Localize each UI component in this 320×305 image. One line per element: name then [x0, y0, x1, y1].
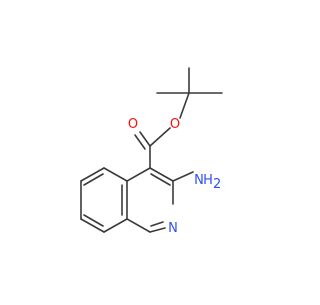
atom-amino-nitrogen: N: [194, 173, 204, 188]
bond-carbonyl-double-a: [139, 131, 151, 147]
bond-tbu-to-oxygen: [179, 92, 190, 119]
bond-c3-amino: [172, 171, 194, 182]
bond-oxygen-to-carbonyl: [149, 127, 171, 147]
bond-c4a-c5: [103, 167, 128, 182]
bond-c8-c8a: [103, 218, 128, 233]
bond-n2-c1-a: [149, 227, 166, 233]
atom-oxygen-carbonyl: O: [128, 117, 138, 132]
atom-amino-hydrogen: H: [203, 173, 213, 188]
bond-c4-c3-a: [149, 167, 174, 182]
bond-c4-c3-b: [150, 173, 171, 186]
bond-c5-c6-b: [83, 173, 104, 186]
bond-c7-c8-a: [80, 218, 105, 233]
bond-c1-c8a: [126, 218, 151, 233]
bond-c5-c6-a: [80, 167, 105, 182]
atom-amino-subscript: 2: [213, 177, 221, 192]
atom-oxygen-ester: O: [170, 117, 180, 132]
bond-n2-c1-b: [150, 221, 164, 227]
molecule-svg: O O N H 2 N: [80, 67, 223, 236]
bond-carbonyl-double-b: [134, 134, 146, 150]
atom-ring-nitrogen: N: [168, 221, 178, 236]
bond-c4a-c4: [126, 167, 151, 182]
structure-diagram: O O N H 2 N: [80, 67, 223, 236]
bond-c7-c8-b: [83, 214, 104, 227]
